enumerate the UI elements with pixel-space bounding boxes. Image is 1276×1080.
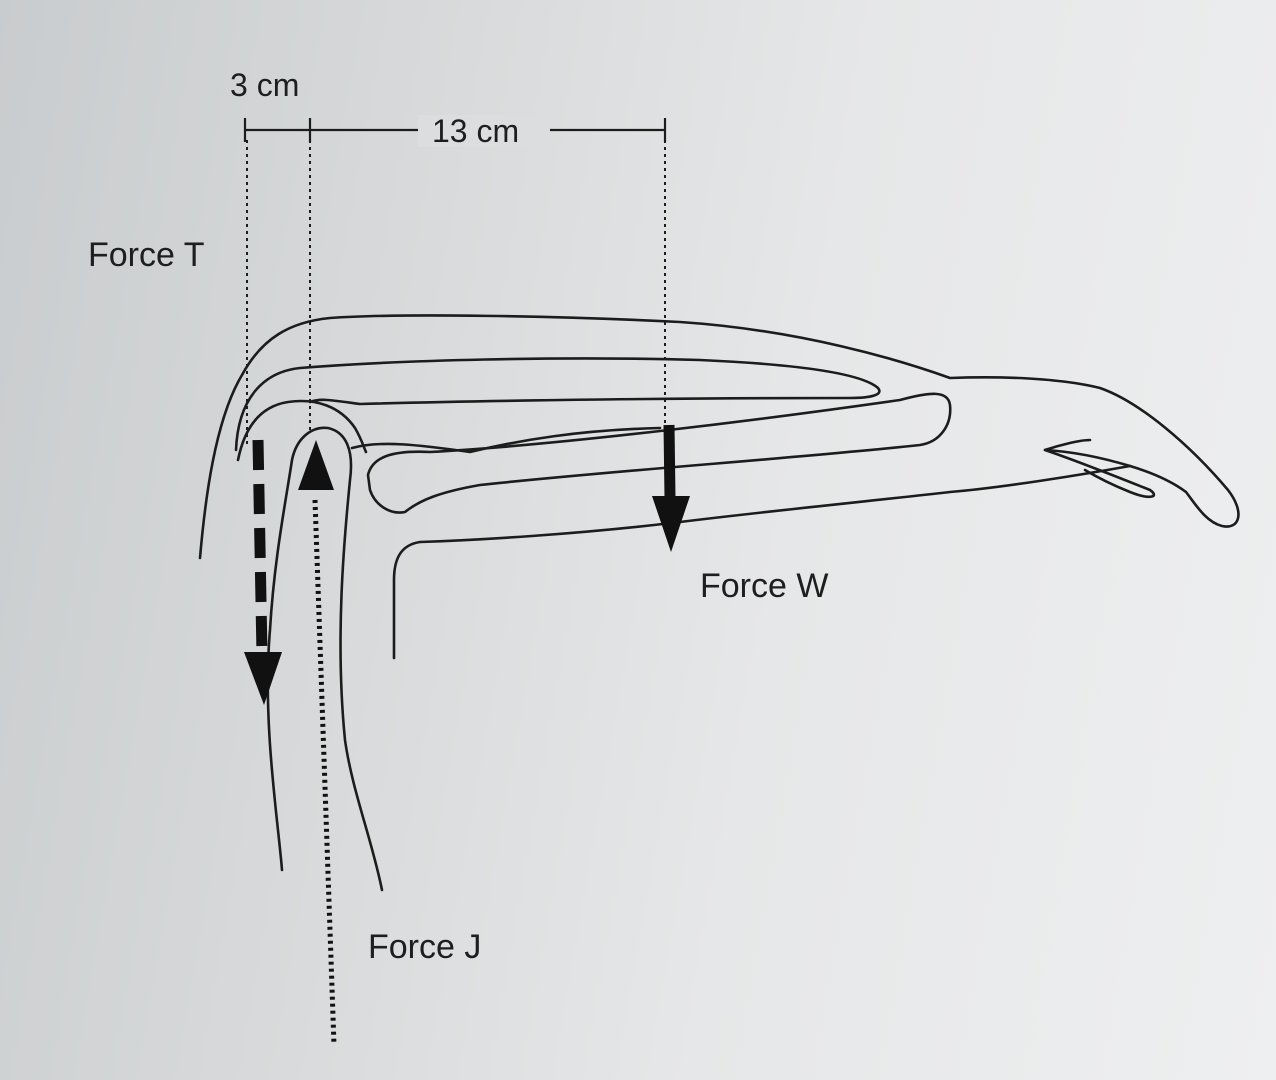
force-j-arrowhead bbox=[298, 440, 334, 490]
humerus-bone bbox=[234, 357, 881, 452]
dimension-label-mask bbox=[418, 115, 550, 147]
force-j-arrow bbox=[298, 440, 337, 1046]
upper-arm-outline bbox=[198, 314, 1240, 560]
force-w-arrowhead bbox=[652, 496, 690, 552]
force-j-label: Force J bbox=[368, 928, 481, 966]
force-t-arrow bbox=[244, 439, 282, 705]
force-t-arrowhead bbox=[244, 652, 282, 705]
force-t-shaft bbox=[252, 439, 268, 656]
finger-outline bbox=[1043, 448, 1156, 499]
force-j-shaft bbox=[312, 499, 337, 1046]
forearm-lower-outline bbox=[392, 464, 1132, 660]
force-w-arrow bbox=[652, 424, 690, 552]
dimension-label-3cm: 3 cm bbox=[230, 67, 299, 103]
elbow-joint bbox=[236, 399, 368, 462]
reference-lines bbox=[246, 140, 666, 445]
elbow-condyle bbox=[266, 426, 384, 892]
radius-ulna-bone bbox=[366, 392, 952, 514]
forearm-inner-line bbox=[350, 426, 662, 454]
force-w-shaft bbox=[663, 424, 676, 499]
dimension-label-13cm: 13 cm bbox=[432, 113, 519, 149]
force-w-label: Force W bbox=[700, 567, 828, 605]
force-t-label: Force T bbox=[88, 236, 205, 274]
arm-drawing bbox=[198, 314, 1240, 892]
